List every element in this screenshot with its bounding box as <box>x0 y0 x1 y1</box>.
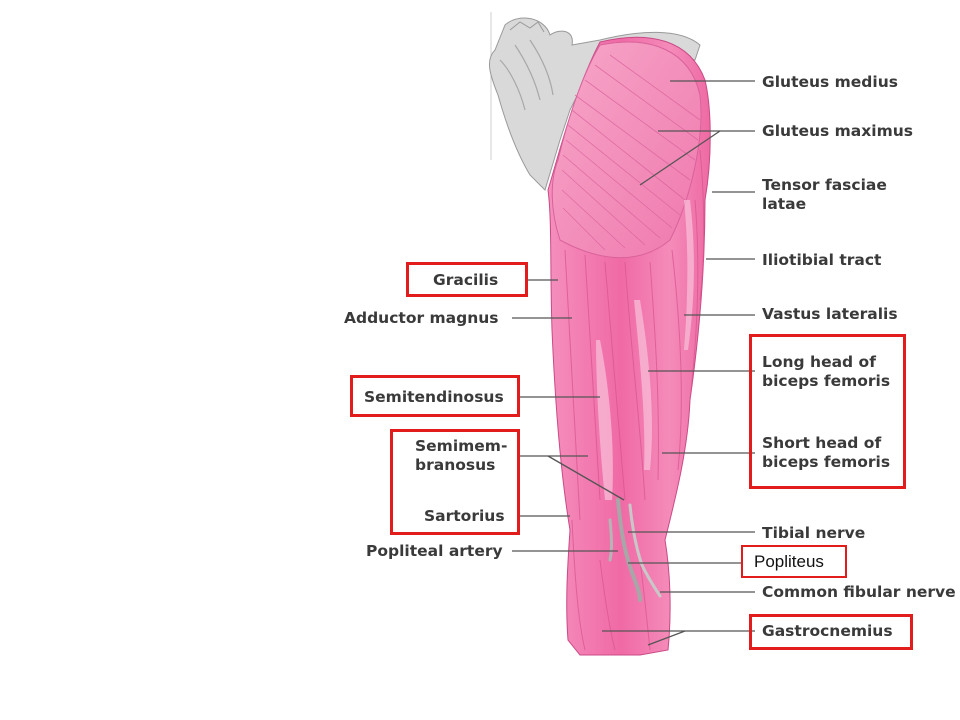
label-tensor-line2: latae <box>762 195 807 213</box>
label-tensor-fasciae-latae: Tensor fasciae latae <box>762 176 887 214</box>
label-semitendinosus: Semitendinosus <box>364 388 504 406</box>
highlight-box-gastrocnemius <box>749 614 913 650</box>
label-long-head-line1: Long head of <box>762 353 876 371</box>
label-common-fibular-nerve: Common fibular nerve <box>762 583 956 601</box>
highlight-box-semimembranosus-sartorius <box>390 429 520 535</box>
label-sartorius: Sartorius <box>424 507 505 525</box>
label-semimem-line2: branosus <box>415 456 496 474</box>
label-short-head-line2: biceps femoris <box>762 453 891 471</box>
leader-lines-left <box>512 279 625 552</box>
label-adductor-magnus: Adductor magnus <box>344 309 499 327</box>
label-semimembranosus: Semimem- branosus <box>415 437 507 475</box>
label-vastus-lateralis: Vastus lateralis <box>762 305 898 323</box>
label-gracilis: Gracilis <box>433 271 499 289</box>
label-short-head-line1: Short head of <box>762 434 882 452</box>
highlight-box-biceps-femoris <box>749 334 906 489</box>
label-tibial-nerve: Tibial nerve <box>762 524 866 542</box>
leader-lines-right <box>602 80 755 646</box>
popliteal-structures <box>608 498 662 602</box>
thigh-fibers <box>564 149 705 651</box>
highlight-box-semitendinosus <box>350 375 520 417</box>
label-gastrocnemius: Gastrocnemius <box>762 622 893 640</box>
label-gluteus-maximus: Gluteus maximus <box>762 122 913 140</box>
label-popliteus: Popliteus <box>741 545 847 578</box>
label-short-head-biceps: Short head of biceps femoris <box>762 434 890 472</box>
label-gluteus-medius: Gluteus medius <box>762 73 898 91</box>
highlight-box-gracilis <box>406 262 528 297</box>
gluteus-maximus-shape <box>551 41 702 259</box>
label-long-head-biceps: Long head of biceps femoris <box>762 353 890 391</box>
label-popliteal-artery: Popliteal artery <box>366 542 503 560</box>
label-iliotibial-tract: Iliotibial tract <box>762 251 882 269</box>
label-long-head-line2: biceps femoris <box>762 372 891 390</box>
label-semimem-line1: Semimem- <box>415 437 508 455</box>
tendon-highlights <box>596 200 694 500</box>
gluteus-fibers <box>561 54 701 251</box>
label-tensor-line1: Tensor fasciae <box>762 176 887 194</box>
